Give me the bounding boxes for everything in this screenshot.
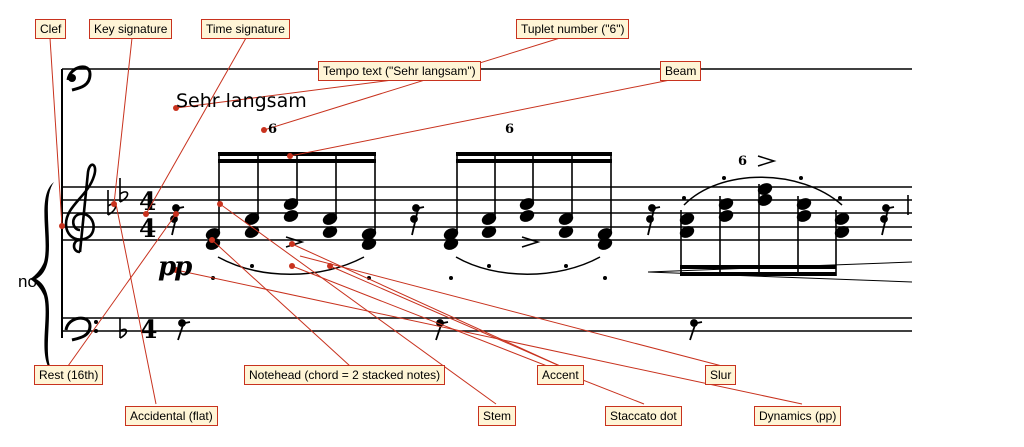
upper-bass-clef — [66, 65, 92, 92]
treble-clef — [64, 163, 97, 254]
tuplet-group-3 — [647, 155, 913, 283]
label-accidental: Accidental (flat) — [125, 406, 218, 426]
bass-time-sig: 4 — [140, 315, 157, 344]
label-slur: Slur — [705, 365, 737, 385]
tuplet-number-2: 6 — [505, 122, 515, 137]
sixteenth-rests — [170, 204, 895, 236]
leader-dots — [59, 105, 333, 273]
tuplet-group-2 — [443, 152, 613, 280]
label-key-signature: Key signature — [89, 19, 173, 39]
bass-clef — [64, 316, 98, 342]
label-dynamics: Dynamics (pp) — [754, 406, 842, 426]
leader-lines — [49, 37, 803, 405]
label-time-signature: Time signature — [201, 19, 290, 39]
instrument-name: no — [18, 272, 37, 291]
tuplet-group-1 — [205, 152, 377, 280]
label-accent: Accent — [537, 365, 584, 385]
tuplet-number-3: 6 — [738, 154, 748, 169]
bass-key-signature — [119, 318, 128, 339]
label-beam: Beam — [660, 61, 702, 81]
dynamic-marking: pp — [158, 252, 192, 282]
bass-eighth-rests — [177, 319, 703, 341]
label-notehead: Notehead (chord = 2 stacked notes) — [244, 365, 446, 385]
tempo-text: Sehr langsam — [176, 90, 307, 112]
label-stem: Stem — [478, 406, 517, 426]
key-signature-flats — [107, 178, 129, 216]
time-sig-numerator: 4 — [139, 187, 156, 216]
label-tuplet-number: Tuplet number ("6") — [516, 19, 630, 39]
time-sig-denominator: 4 — [139, 214, 156, 243]
tuplet-number-1: 6 — [268, 122, 278, 137]
label-tempo-text: Tempo text ("Sehr langsam") — [318, 61, 481, 81]
bass-staff — [62, 317, 912, 332]
label-staccato: Staccato dot — [605, 406, 682, 426]
brace — [30, 182, 54, 374]
label-rest: Rest (16th) — [34, 365, 104, 385]
label-clef: Clef — [35, 19, 67, 39]
